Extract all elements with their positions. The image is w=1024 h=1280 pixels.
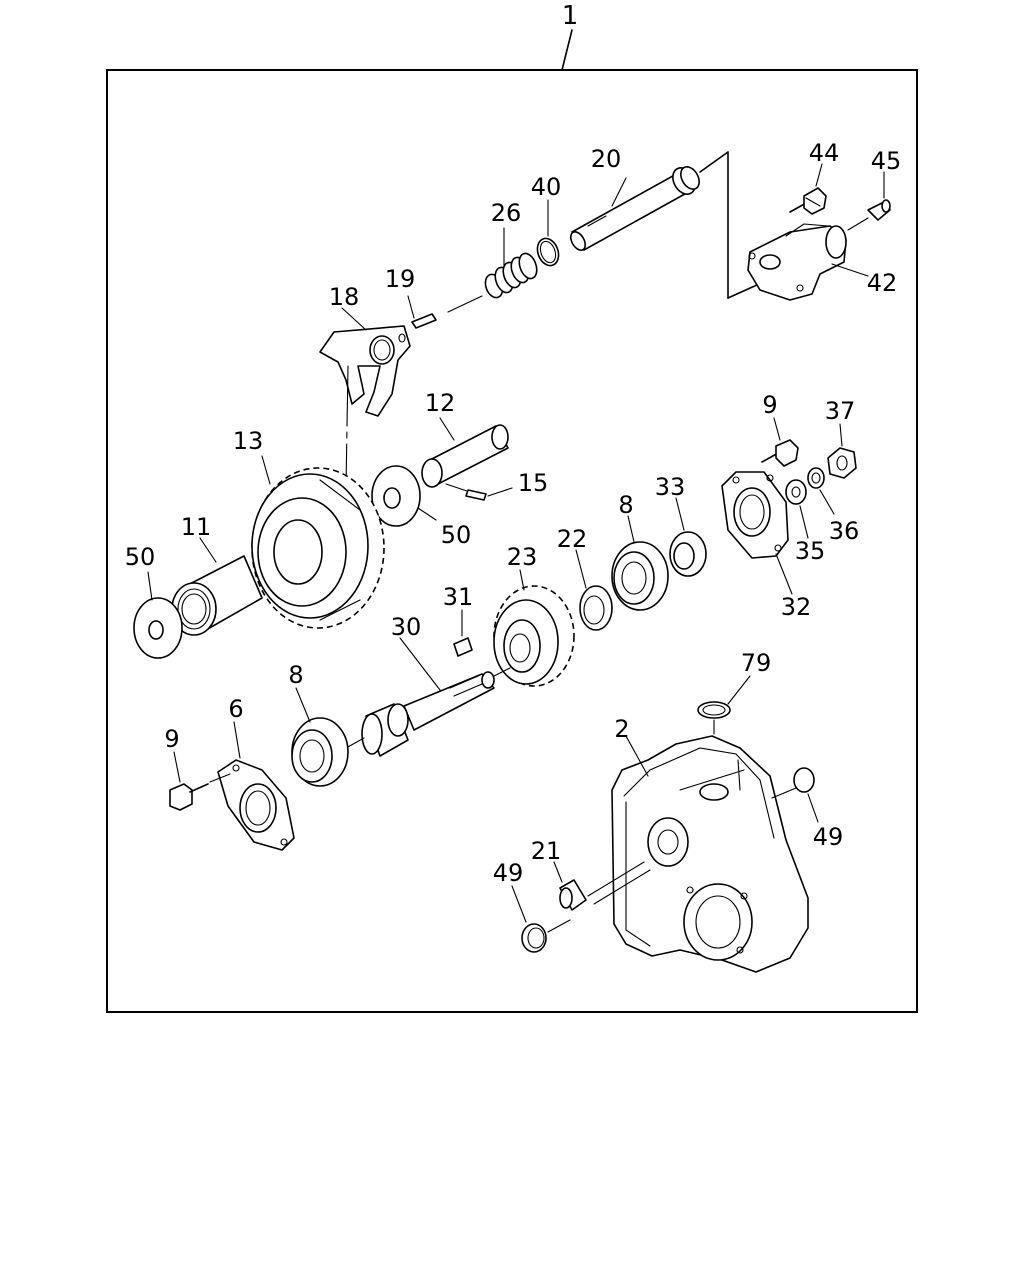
callout-23: 23 [507, 543, 538, 571]
part-18-shift-fork[interactable] [319, 325, 411, 417]
callout-26: 26 [491, 199, 522, 227]
assembly-number: 1 [562, 1, 579, 31]
callout-11: 11 [181, 513, 212, 541]
callout-32: 32 [781, 593, 812, 621]
part-23-gear[interactable] [493, 585, 575, 687]
callout-6: 6 [228, 695, 243, 723]
part-35-washer[interactable] [785, 479, 807, 505]
callout-49-left: 49 [493, 859, 524, 887]
callout-33: 33 [655, 473, 686, 501]
callout-50-left: 50 [125, 543, 156, 571]
callout-36: 36 [829, 517, 860, 545]
callout-2: 2 [614, 715, 629, 743]
part-13-gear[interactable] [251, 467, 385, 629]
part-8b-bearing[interactable] [611, 541, 669, 611]
part-33-seal[interactable] [669, 531, 707, 577]
callout-31: 31 [443, 583, 474, 611]
callout-9-upper: 9 [762, 391, 777, 419]
part-44-bolt[interactable] [789, 187, 827, 215]
callout-37: 37 [825, 397, 856, 425]
callout-12: 12 [425, 389, 456, 417]
part-31-key[interactable] [453, 637, 473, 657]
part-22-washer[interactable] [579, 585, 613, 631]
part-32-cover-plate[interactable] [721, 471, 789, 559]
part-8a-bearing[interactable] [291, 717, 349, 787]
part-11-bushing[interactable] [171, 555, 263, 636]
part-49a-plug[interactable] [521, 919, 571, 953]
assembly-frame [106, 29, 918, 1013]
callout-9-lower: 9 [164, 725, 179, 753]
part-50b-thrust-washer[interactable] [371, 465, 421, 527]
part-50a-thrust-washer[interactable] [133, 597, 183, 659]
part-42-cylinder[interactable] [747, 223, 847, 301]
callout-50-center: 50 [441, 521, 472, 549]
callout-labels: 2 6 8 8 9 9 11 12 13 15 18 19 20 21 22 2… [125, 139, 902, 887]
callout-35: 35 [795, 537, 826, 565]
callout-15: 15 [518, 469, 549, 497]
callout-21: 21 [531, 837, 562, 865]
part-45-fitting[interactable] [847, 199, 891, 231]
callout-40: 40 [531, 173, 562, 201]
part-2-housing[interactable] [611, 735, 809, 973]
part-36-lock-washer[interactable] [807, 467, 825, 489]
part-20-shift-rod[interactable] [568, 151, 769, 299]
callout-13: 13 [233, 427, 264, 455]
callout-18: 18 [329, 283, 360, 311]
part-30-output-shaft[interactable] [361, 667, 511, 757]
callout-44: 44 [809, 139, 840, 167]
callout-20: 20 [591, 145, 622, 173]
part-9a-bolt[interactable] [169, 773, 231, 811]
part-19-pin[interactable] [411, 313, 437, 329]
part-21-plug[interactable] [559, 861, 651, 911]
callout-8-lower: 8 [288, 661, 303, 689]
part-49b-plug[interactable] [793, 767, 815, 793]
callout-8-upper: 8 [618, 491, 633, 519]
part-37-nut[interactable] [827, 447, 857, 479]
part-79-o-ring[interactable] [697, 701, 731, 783]
part-6-cover-plate[interactable] [217, 759, 295, 851]
part-9b-bolt[interactable] [761, 439, 799, 467]
callout-30: 30 [391, 613, 422, 641]
part-15-pin[interactable] [445, 483, 487, 501]
callout-42: 42 [867, 269, 898, 297]
callout-79: 79 [741, 649, 772, 677]
callout-22: 22 [557, 525, 588, 553]
callout-19: 19 [385, 265, 416, 293]
part-40-o-ring[interactable] [534, 235, 562, 268]
callout-45: 45 [871, 147, 902, 175]
part-26-spring[interactable] [482, 251, 540, 300]
part-12-shaft[interactable] [421, 424, 509, 488]
callout-49-right: 49 [813, 823, 844, 851]
